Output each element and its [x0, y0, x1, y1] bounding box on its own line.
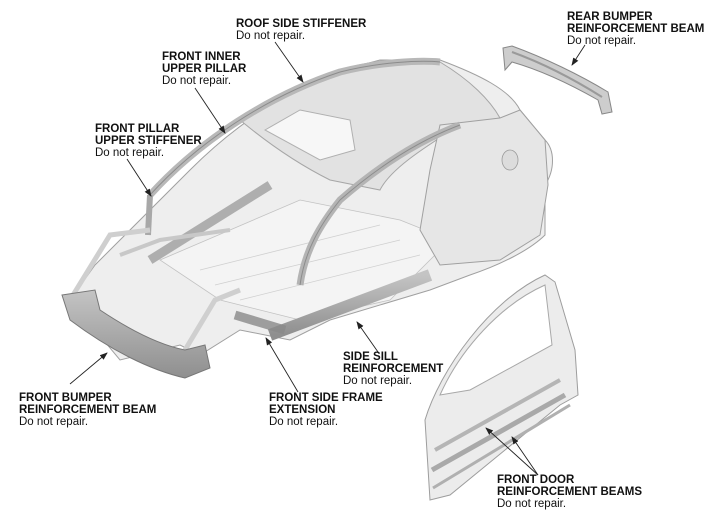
label-roof-side-stiffener: ROOF SIDE STIFFENER Do not repair.	[236, 18, 366, 42]
label-title: FRONT DOOR	[497, 474, 575, 486]
label-note: Do not repair.	[567, 35, 637, 47]
label-note: Do not repair.	[343, 375, 413, 387]
label-front-inner-upper-pillar: FRONT INNER UPPER PILLAR Do not repair.	[162, 51, 246, 87]
front-bumper-beam-part	[61, 289, 211, 379]
label-title: FRONT PILLAR	[95, 123, 180, 135]
label-title: FRONT INNER	[162, 51, 241, 63]
label-note: Do not repair.	[497, 498, 567, 510]
label-title: UPPER PILLAR	[162, 63, 247, 75]
leader-lines	[69, 41, 586, 476]
label-title: REINFORCEMENT BEAMS	[497, 486, 643, 498]
label-front-door-reinforcement-beams: FRONT DOOR REINFORCEMENT BEAMS Do not re…	[497, 474, 642, 510]
label-note: Do not repair.	[19, 416, 89, 428]
leader-front-inner-upper-pillar	[194, 87, 226, 134]
leader-rear-bumper-beam	[571, 44, 586, 66]
leader-front-pillar-upper-stiffener	[126, 158, 152, 197]
label-title: FRONT BUMPER	[19, 392, 112, 404]
leader-front-bumper-beam	[69, 352, 108, 385]
label-front-pillar-upper-stiffener: FRONT PILLAR UPPER STIFFENER Do not repa…	[95, 123, 202, 159]
label-title: SIDE SILL	[343, 351, 398, 363]
label-title: ROOF SIDE STIFFENER	[236, 18, 367, 30]
label-note: Do not repair.	[236, 30, 306, 42]
leader-side-sill-reinforcement	[356, 321, 379, 353]
label-note: Do not repair.	[95, 147, 165, 159]
label-title: EXTENSION	[269, 404, 336, 416]
leader-front-side-frame-extension	[265, 337, 299, 393]
label-title: UPPER STIFFENER	[95, 135, 202, 147]
label-title: REAR BUMPER	[567, 11, 653, 23]
front-door-part	[424, 274, 579, 501]
label-title: REINFORCEMENT BEAM	[19, 404, 157, 416]
leader-front-door-beam-1	[485, 427, 539, 476]
rear-bumper-beam-part	[502, 45, 613, 115]
label-note: Do not repair.	[162, 75, 232, 87]
label-side-sill-reinforcement: SIDE SILL REINFORCEMENT Do not repair.	[343, 351, 443, 387]
label-front-side-frame-extension: FRONT SIDE FRAME EXTENSION Do not repair…	[269, 392, 383, 428]
body-shell	[67, 57, 553, 361]
leader-roof-side-stiffener	[274, 41, 304, 83]
label-title: REINFORCEMENT BEAM	[567, 23, 705, 35]
label-title: REINFORCEMENT	[343, 363, 444, 375]
label-front-bumper-reinforcement-beam: FRONT BUMPER REINFORCEMENT BEAM Do not r…	[19, 392, 156, 428]
label-note: Do not repair.	[269, 416, 339, 428]
label-rear-bumper-reinforcement-beam: REAR BUMPER REINFORCEMENT BEAM Do not re…	[567, 11, 704, 47]
label-title: FRONT SIDE FRAME	[269, 392, 383, 404]
leader-front-door-beam-2	[511, 436, 539, 476]
